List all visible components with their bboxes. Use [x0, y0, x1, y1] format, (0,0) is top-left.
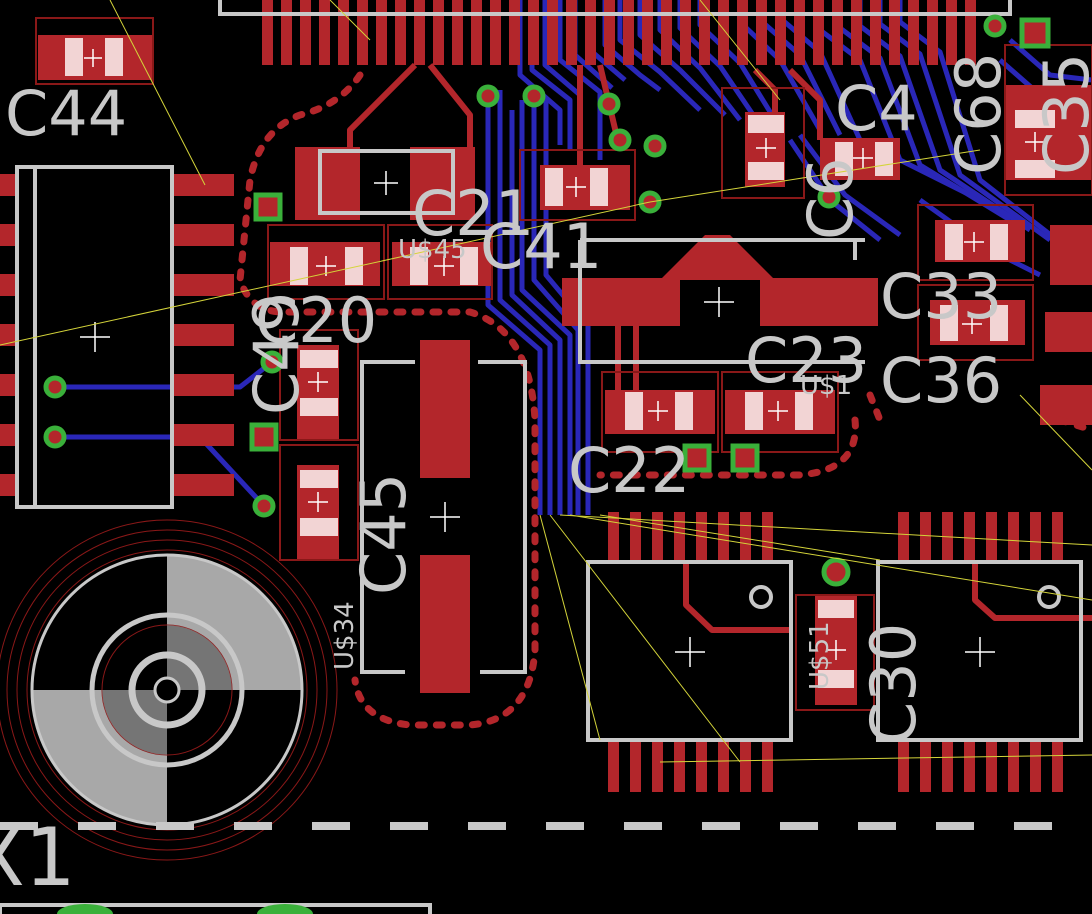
label-c21: C21 — [412, 177, 534, 250]
copper-pour-outlines — [236, 71, 1092, 729]
label-c4: C4 — [835, 72, 918, 145]
label-us1: U$1 — [800, 371, 852, 401]
mounting-hole-x1[interactable] — [0, 519, 338, 861]
pin1-markers — [749, 585, 1061, 609]
component-labels: C44 C21 C41 C4 C20 C33 C23 C36 C22 X1 U$… — [0, 53, 1092, 904]
label-c30: C30 — [857, 623, 930, 745]
smd-pad-markers — [65, 38, 1055, 688]
partial-vias-bottom — [57, 904, 313, 914]
label-c68: C68 — [942, 53, 1015, 175]
ic-mid-pads — [608, 512, 773, 792]
label-c49: C49 — [240, 293, 313, 415]
ic-right-pads — [898, 512, 1063, 792]
package-outlines — [35, 17, 1092, 711]
label-c22: C22 — [568, 434, 690, 507]
pad-origin-crosses — [80, 49, 1045, 667]
label-us45: U$45 — [398, 235, 467, 265]
label-c41: C41 — [480, 210, 602, 283]
label-c44: C44 — [5, 77, 127, 150]
square-vias[interactable] — [249, 17, 1051, 473]
label-c45: C45 — [347, 473, 420, 595]
label-c6: C6 — [794, 157, 867, 240]
label-c36: C36 — [880, 344, 1002, 417]
airwires — [0, 0, 1092, 763]
label-c20: C20 — [255, 284, 377, 357]
label-us51: U$51 — [805, 621, 835, 690]
label-us34: U$34 — [330, 601, 360, 670]
vias[interactable] — [43, 14, 1007, 587]
label-x1: X1 — [0, 811, 76, 904]
label-c33: C33 — [880, 260, 1002, 333]
left-ic-pads — [0, 174, 234, 496]
label-c23: C23 — [745, 324, 867, 397]
label-c35: C35 — [1030, 53, 1092, 175]
